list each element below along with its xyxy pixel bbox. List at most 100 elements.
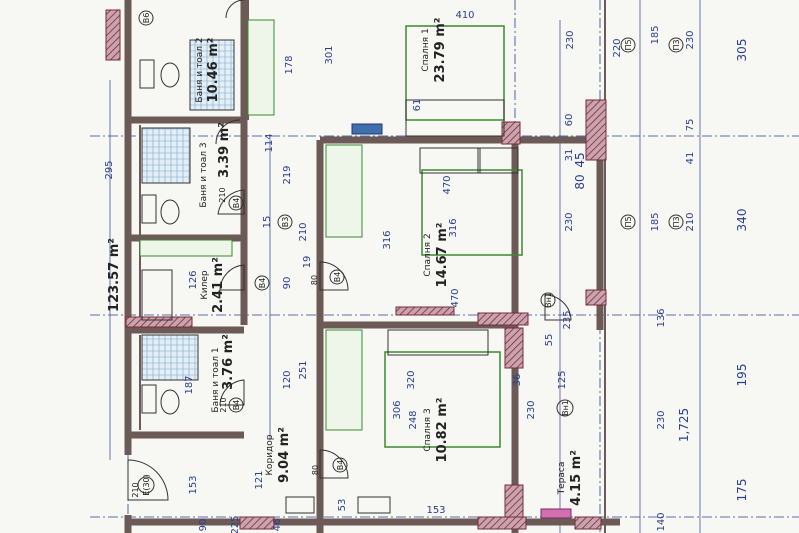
dim-125: 125 [557, 370, 568, 389]
door-dim-80b: 80 [311, 465, 320, 475]
wardrobes [139, 19, 363, 431]
dim-225: 225 [230, 515, 241, 533]
dim-185b: 185 [650, 212, 661, 231]
dim-53: 53 [337, 499, 348, 512]
door-tag-bn1a: Вн1 [544, 292, 553, 308]
bedroom1-area: 23.79 m² [433, 18, 448, 83]
dim-140: 140 [656, 512, 667, 531]
dim-219: 219 [282, 165, 293, 184]
door-dim-210b: 210 [219, 397, 228, 412]
dim-75: 75 [685, 119, 696, 132]
bath3-area: 3.39 m² [217, 122, 232, 178]
window-block-blue [351, 123, 383, 135]
bedroom2-area: 14.67 m² [435, 223, 450, 288]
door-dim-210a: 210 [218, 187, 227, 202]
dim-251: 251 [298, 360, 309, 379]
dim-45: 45 [573, 152, 587, 167]
door-tag-b6: B6 [142, 13, 151, 24]
door-dim-80a: 80 [310, 275, 319, 285]
dim-185a: 185 [650, 25, 661, 44]
door-swings [127, 0, 572, 501]
bath1-name: Баня и тоал 1 [211, 347, 221, 412]
dim-121: 121 [254, 470, 265, 489]
bedroom1-name: Спалня 1 [421, 28, 431, 71]
dim-230b: 230 [685, 30, 696, 49]
dim-230c: 230 [564, 212, 575, 231]
corridor-name: Коридор [265, 434, 275, 475]
dim-80: 80 [573, 174, 587, 189]
dim-230e: 230 [526, 400, 537, 419]
door-tags: B6 B4 B3 B4 B4 B4 B4 E(30) Вн1 Вн1 П5 П5… [131, 10, 684, 498]
dim-410: 410 [455, 10, 474, 21]
door-tag-e30: E(30) [142, 474, 151, 495]
dim-340: 340 [735, 209, 749, 232]
door-tag-b3: B3 [281, 217, 290, 228]
dim-316a: 316 [382, 230, 393, 249]
bedroom3-name: Спалня 3 [423, 408, 433, 451]
dim-60: 60 [564, 114, 575, 127]
dim-90b: 90 [198, 519, 209, 532]
dim-36: 36 [512, 374, 523, 387]
dim-153a: 153 [188, 475, 199, 494]
window-block-pink [540, 508, 572, 519]
door-tag-b4e: B4 [336, 460, 345, 471]
bathroom-fixtures [139, 39, 235, 415]
door-tag-p3b: П3 [672, 216, 681, 227]
dim-120: 120 [282, 370, 293, 389]
dim-230a: 230 [565, 30, 576, 49]
dim-470b: 470 [450, 288, 461, 307]
door-tag-b4d: B4 [232, 400, 241, 411]
dim-90a: 90 [282, 277, 293, 290]
dim-210d: 210 [298, 222, 309, 241]
door-tag-b4c: B4 [333, 272, 342, 283]
dim-306: 306 [392, 400, 403, 419]
dim-230d: 230 [656, 410, 667, 429]
closet-name: Килер [200, 270, 210, 300]
furniture [285, 25, 523, 514]
bath1-area: 3.76 m² [221, 334, 236, 390]
dim-301: 301 [324, 45, 335, 64]
dim-41: 41 [685, 152, 696, 165]
dim-470a: 470 [442, 175, 453, 194]
bath2-area: 10.46 m² [206, 38, 221, 103]
dim-61: 61 [412, 99, 423, 112]
terrace-area: 4.15 m² [569, 450, 584, 506]
dim-136: 136 [656, 308, 667, 327]
bedroom3-area: 10.82 m² [435, 398, 450, 463]
room-labels: Баня и тоал 2 10.46 m² Баня и тоал 3 3.3… [195, 18, 584, 506]
bath3-name: Баня и тоал 3 [199, 142, 209, 207]
dim-295: 295 [104, 160, 115, 179]
bath2-name: Баня и тоал 2 [195, 37, 205, 102]
dim-210: 210 [685, 212, 696, 231]
dim-187: 187 [184, 375, 195, 394]
dim-19: 19 [302, 256, 313, 269]
dim-305: 305 [735, 39, 749, 62]
dim-31: 31 [564, 149, 575, 162]
door-dim-210c: 210 [131, 482, 140, 497]
dim-15: 15 [262, 216, 273, 229]
hatched-blocks [105, 9, 607, 530]
corridor-area: 9.04 m² [277, 427, 292, 483]
dim-235: 235 [562, 310, 573, 329]
dim-178: 178 [284, 55, 295, 74]
dim-153b: 153 [426, 505, 445, 516]
dimension-labels: 410 301 305 230 230 220 185 178 114 295 … [104, 10, 749, 533]
dim-55: 55 [544, 334, 555, 347]
door-tag-b4a: B4 [232, 198, 241, 209]
dim-126: 126 [188, 270, 199, 289]
closet-area: 2.41 m² [211, 257, 226, 313]
dim-1725: 1,725 [677, 408, 691, 442]
dim-220: 220 [612, 38, 623, 57]
dim-175: 175 [735, 479, 749, 502]
dim-316b: 316 [448, 218, 459, 237]
terrace-name: Тераса [557, 462, 567, 496]
dim-114: 114 [264, 133, 275, 152]
bedroom2-name: Спалня 2 [423, 233, 433, 276]
dim-320: 320 [406, 370, 417, 389]
dim-248: 248 [408, 410, 419, 429]
dim-195: 195 [735, 364, 749, 387]
door-tag-p5b: П5 [624, 216, 633, 227]
door-tag-p3a: П3 [672, 39, 681, 50]
door-tag-b4b: B4 [258, 278, 267, 289]
